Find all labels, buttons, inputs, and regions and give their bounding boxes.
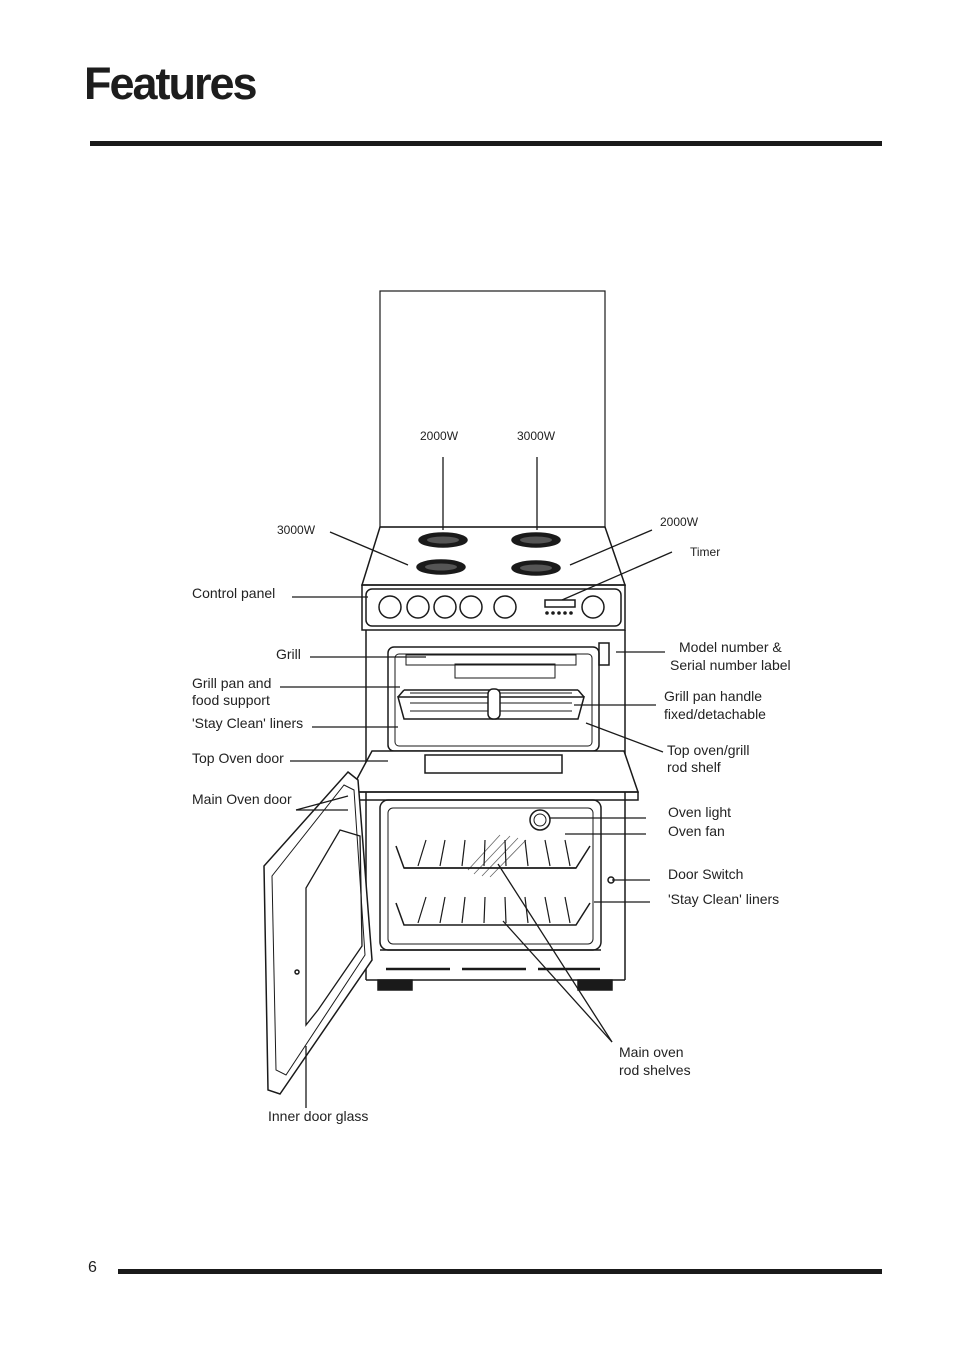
label-grill-pan-handle-line2: fixed/detachable <box>664 706 766 722</box>
leader-lines <box>280 457 673 1108</box>
label-top-oven-shelf-line2: rod shelf <box>667 759 721 775</box>
main-oven-shelf-lower <box>395 902 591 926</box>
label-oven-light: Oven light <box>668 804 732 820</box>
label-main-oven-door: Main Oven door <box>192 791 292 807</box>
label-stay-clean-top: 'Stay Clean' liners <box>192 715 304 731</box>
grill-element <box>405 654 577 666</box>
control-knob <box>378 595 402 619</box>
model-label <box>598 642 610 666</box>
label-inner-door-glass: Inner door glass <box>268 1108 369 1124</box>
control-knob <box>406 595 430 619</box>
label-hob-3000w-front-left: 3000W <box>277 523 316 537</box>
label-main-oven-shelves-line2: rod shelves <box>619 1062 691 1078</box>
label-model-number-line1: Model number & <box>679 639 782 655</box>
label-timer: Timer <box>690 545 721 559</box>
page-title: Features <box>84 58 258 109</box>
inner-door-glass <box>305 829 363 1027</box>
label-model-number-line2: Serial number label <box>670 657 791 673</box>
top-rule <box>90 141 882 146</box>
label-top-oven-door: Top Oven door <box>192 750 284 766</box>
label-door-switch: Door Switch <box>668 866 744 882</box>
label-grill-pan-line2: food support <box>192 692 270 708</box>
label-hob-2000w-front-right: 2000W <box>660 515 699 529</box>
top-oven-door <box>348 750 640 793</box>
label-main-oven-shelves-line1: Main oven <box>619 1044 684 1060</box>
grill-pan <box>397 696 585 720</box>
label-hob-3000w-rear-right: 3000W <box>517 429 556 443</box>
page-number: 6 <box>88 1259 97 1276</box>
control-knob <box>433 595 457 619</box>
timer-display <box>544 599 576 608</box>
grill-pan-handle <box>487 688 501 720</box>
splashback <box>379 290 606 528</box>
label-grill: Grill <box>276 646 301 662</box>
main-oven-cavity <box>379 799 602 951</box>
bottom-rule <box>118 1269 882 1274</box>
label-grill-pan-handle-line1: Grill pan handle <box>664 688 763 704</box>
label-oven-fan: Oven fan <box>668 823 725 839</box>
control-knob <box>493 595 517 619</box>
label-top-oven-shelf-line1: Top oven/grill <box>667 742 750 758</box>
label-control-panel: Control panel <box>192 585 276 601</box>
label-stay-clean-main: 'Stay Clean' liners <box>668 891 780 907</box>
control-knob <box>581 595 605 619</box>
control-knob <box>459 595 483 619</box>
oven-light <box>529 809 551 831</box>
control-panel <box>361 584 626 631</box>
hob-surface <box>360 526 627 586</box>
label-grill-pan-line1: Grill pan and <box>192 675 272 691</box>
label-hob-2000w-rear-left: 2000W <box>420 429 459 443</box>
